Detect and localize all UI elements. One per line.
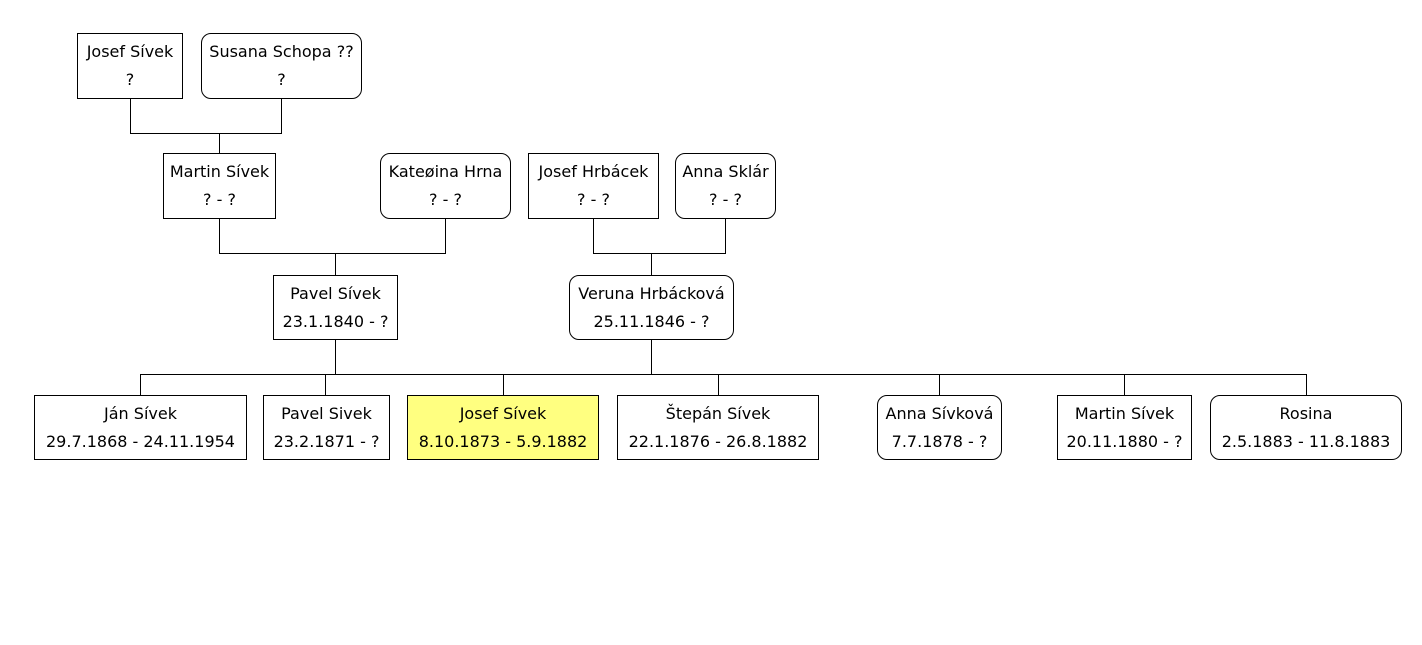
person-dates: 23.2.1871 - ?: [273, 431, 380, 451]
person-name: Pavel Sívek: [290, 283, 381, 303]
person-dates: ? - ?: [577, 190, 610, 209]
person-name: Martin Sívek: [169, 162, 270, 181]
connector-line: [219, 218, 446, 254]
person-dates: 2.5.1883 - 11.8.1883: [1221, 431, 1391, 451]
person-box-stepan-sivek[interactable]: Štepán Sívek 22.1.1876 - 26.8.1882: [617, 395, 819, 460]
person-box-pavel-sivek[interactable]: Pavel Sívek 23.1.1840 - ?: [273, 275, 398, 340]
person-box-josef-hrbacek[interactable]: Josef Hrbácek ? - ?: [528, 153, 659, 219]
person-dates: ? - ?: [709, 190, 742, 209]
person-box-jan-sivek[interactable]: Ján Sívek 29.7.1868 - 24.11.1954: [34, 395, 247, 460]
person-box-pavel-sivek-junior[interactable]: Pavel Sivek 23.2.1871 - ?: [263, 395, 390, 460]
person-dates: 23.1.1840 - ?: [282, 311, 389, 331]
person-name: Susana Schopa ??: [209, 42, 354, 61]
person-box-susana-schopa[interactable]: Susana Schopa ?? ?: [201, 33, 362, 99]
person-name: Rosina: [1279, 403, 1333, 423]
person-dates: ? - ?: [203, 190, 236, 209]
person-dates: 7.7.1878 - ?: [891, 431, 988, 451]
person-dates: 8.10.1873 - 5.9.1882: [418, 431, 588, 451]
person-dates: 29.7.1868 - 24.11.1954: [46, 431, 235, 451]
person-box-anna-sivkova[interactable]: Anna Sívková 7.7.1878 - ?: [877, 395, 1002, 460]
person-name: Anna Sívková: [885, 403, 994, 423]
person-dates: 22.1.1876 - 26.8.1882: [628, 431, 808, 451]
person-box-martin-sivek[interactable]: Martin Sívek ? - ?: [163, 153, 276, 219]
person-name: Pavel Sivek: [281, 403, 372, 423]
person-name: Josef Sívek: [86, 42, 174, 61]
person-box-rosina[interactable]: Rosina 2.5.1883 - 11.8.1883: [1210, 395, 1402, 460]
person-dates: ?: [125, 70, 135, 89]
person-box-josef-sivek-highlighted[interactable]: Josef Sívek 8.10.1873 - 5.9.1882: [407, 395, 599, 460]
person-box-anna-sklar[interactable]: Anna Sklár ? - ?: [675, 153, 776, 219]
person-name: Anna Sklár: [682, 162, 769, 181]
person-name: Josef Sívek: [459, 403, 547, 423]
person-dates: 20.11.1880 - ?: [1066, 431, 1183, 451]
person-name: Veruna Hrbácková: [578, 283, 725, 303]
person-name: Kateøina Hrna: [388, 162, 503, 181]
person-name: Štepán Sívek: [665, 403, 771, 423]
person-box-kateoina-hrna[interactable]: Kateøina Hrna ? - ?: [380, 153, 511, 219]
person-dates: ?: [277, 70, 286, 89]
person-name: Ján Sívek: [104, 403, 177, 423]
person-dates: ? - ?: [429, 190, 462, 209]
person-name: Josef Hrbácek: [538, 162, 649, 181]
person-name: Martin Sívek: [1074, 403, 1175, 423]
person-box-martin-sivek-junior[interactable]: Martin Sívek 20.11.1880 - ?: [1057, 395, 1192, 460]
person-box-veruna-hrbackova[interactable]: Veruna Hrbácková 25.11.1846 - ?: [569, 275, 734, 340]
person-box-josef-sivek-elder[interactable]: Josef Sívek ?: [77, 33, 183, 99]
connector-line: [593, 218, 726, 254]
person-dates: 25.11.1846 - ?: [593, 311, 710, 331]
connector-line: [130, 98, 282, 134]
